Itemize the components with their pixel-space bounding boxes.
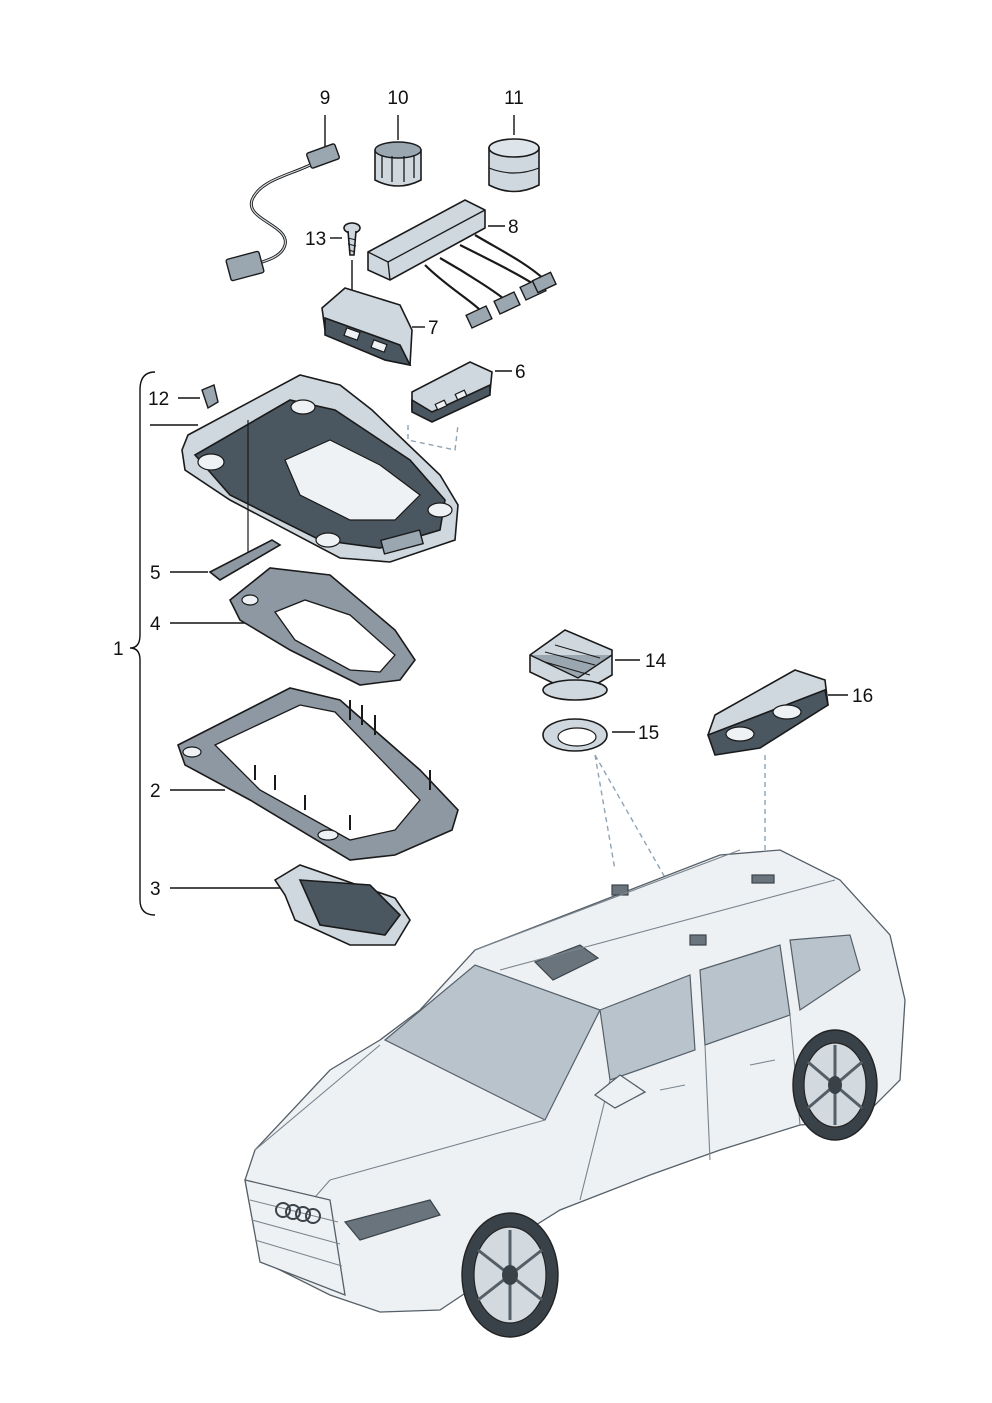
callout-3: 3 — [150, 879, 161, 900]
callout-10: 10 — [387, 88, 408, 109]
part-13-screw — [330, 222, 361, 256]
callout-1: 1 — [113, 639, 124, 660]
part-15-ring — [542, 718, 696, 931]
rear-wheel — [792, 1029, 878, 1141]
part-8-control-module — [367, 199, 557, 329]
part-16-reading-light — [706, 669, 848, 870]
callout-labels: 9 10 11 8 13 7 6 12 5 4 1 14 16 15 2 3 — [113, 88, 873, 900]
callout-6: 6 — [515, 362, 526, 383]
callout-8: 8 — [508, 217, 519, 238]
part-2-frame — [170, 687, 459, 861]
callout-14: 14 — [645, 651, 667, 672]
callout-2: 2 — [150, 781, 161, 802]
callout-13: 13 — [305, 229, 326, 250]
callout-4: 4 — [150, 614, 161, 635]
part-7-switch-bracket — [321, 260, 425, 367]
part-5-lens — [170, 539, 282, 581]
vehicle-illustration — [244, 849, 906, 1338]
part-1-roof-module — [150, 374, 459, 565]
part-14-sensor — [529, 629, 640, 701]
part-9-wiring-harness — [225, 115, 340, 282]
part-6-switch-unit — [407, 361, 512, 451]
callout-12: 12 — [148, 389, 169, 410]
callout-5: 5 — [150, 563, 161, 584]
callout-11: 11 — [504, 88, 524, 109]
part-12-clip — [178, 384, 219, 410]
callout-9: 9 — [320, 88, 331, 109]
callout-7: 7 — [428, 318, 439, 339]
callout-16: 16 — [852, 686, 873, 707]
part-11-bulb-holder — [488, 115, 540, 193]
callout-15: 15 — [638, 723, 659, 744]
assembly-bracket — [129, 371, 156, 916]
front-wheel — [461, 1212, 559, 1338]
part-4-seal — [170, 567, 416, 686]
part-3-light-housing — [170, 864, 411, 946]
part-10-socket — [374, 115, 422, 187]
